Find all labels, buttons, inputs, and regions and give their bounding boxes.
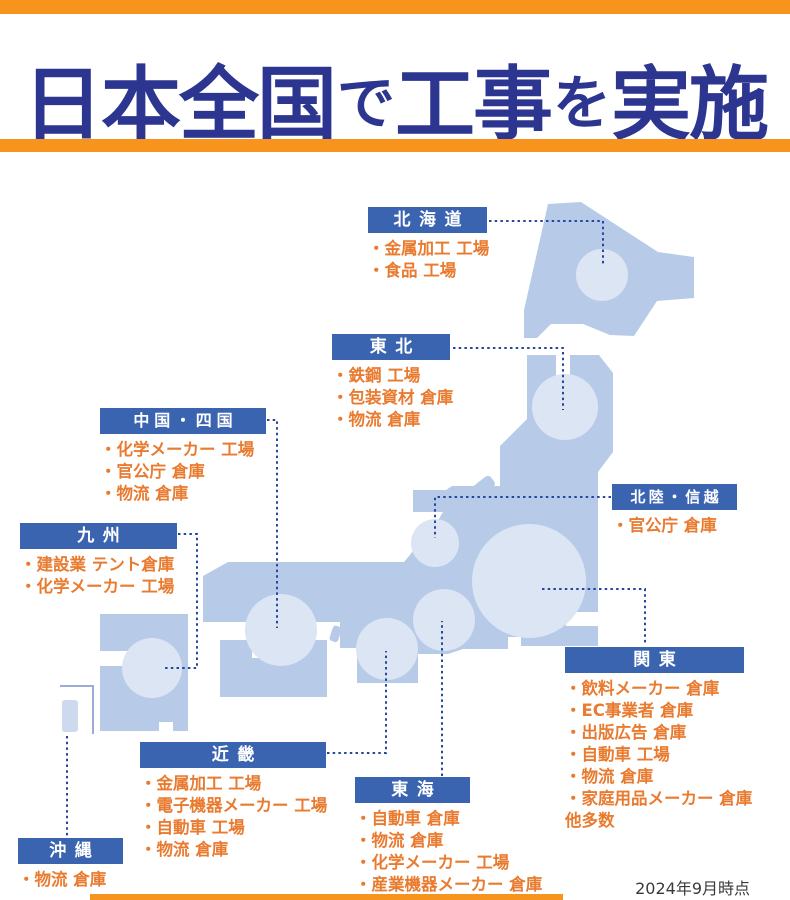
region-item: ・化学メーカー 工場	[20, 577, 175, 596]
region-items-chugoku-shikoku: ・化学メーカー 工場 ・官公庁 倉庫 ・物流 倉庫	[100, 439, 266, 505]
region-item: ・飲料メーカー 倉庫	[565, 679, 720, 698]
tohoku-region-circle	[532, 374, 598, 440]
region-label-okinawa: 沖縄	[18, 838, 123, 864]
region-items-hokkaido: ・金属加工 工場 ・食品 工場	[368, 238, 489, 282]
region-label-hokkaido: 北海道	[368, 207, 487, 233]
tokai-region-circle	[413, 589, 475, 651]
region-item: ・建設業 テント倉庫	[20, 555, 175, 574]
region-label-hokuriku-shinetsu: 北陸・信越	[612, 484, 737, 510]
region-item: ・家庭用品メーカー 倉庫	[565, 789, 753, 808]
region-label-kinki: 近畿	[140, 742, 326, 768]
header-accent-bar	[0, 139, 790, 152]
chugoku-shikoku-connector-line	[267, 419, 278, 628]
as-of-date: 2024年9月時点	[635, 879, 750, 898]
kanto-region-circle	[472, 524, 586, 638]
bottom-accent-bar	[90, 894, 563, 900]
region-label-chugoku-shikoku: 中国・四国	[100, 408, 266, 434]
region-item: ・物流 倉庫	[355, 831, 444, 850]
chugoku-shikoku-region-circle	[245, 594, 317, 666]
region-items-okinawa: ・物流 倉庫	[18, 869, 123, 891]
okinawa-bracket-line	[60, 685, 94, 734]
region-item: ・物流 倉庫	[100, 484, 189, 503]
title-segment: 実施	[611, 57, 769, 151]
region-item: ・化学メーカー 工場	[355, 853, 510, 872]
region-item: ・EC事業者 倉庫	[565, 701, 694, 720]
region-item: ・物流 倉庫	[332, 410, 421, 429]
region-items-kanto: ・飲料メーカー 倉庫 ・EC事業者 倉庫 ・出版広告 倉庫 ・自動車 工場 ・物…	[565, 678, 752, 832]
awaji-island	[329, 625, 342, 643]
kinki-region-circle	[356, 618, 418, 680]
region-items-kyushu: ・建設業 テント倉庫 ・化学メーカー 工場	[20, 554, 177, 598]
region-item: ・金属加工 工場	[368, 239, 490, 258]
region-item: ・産業機器メーカー 倉庫	[355, 875, 543, 894]
title-segment: 工事	[395, 57, 553, 151]
title-segment: を	[553, 68, 611, 137]
region-item: ・官公庁 倉庫	[100, 462, 205, 481]
region-label-tohoku: 東北	[332, 334, 450, 360]
title-segment: 日本全国	[22, 57, 337, 151]
kyushu-connector-line	[164, 533, 198, 669]
region-items-tokai: ・自動車 倉庫 ・物流 倉庫 ・化学メーカー 工場 ・産業機器メーカー 倉庫	[355, 808, 542, 896]
okinawa-island	[62, 700, 78, 732]
region-item: ・自動車 工場	[565, 745, 670, 764]
region-item: ・出版広告 倉庫	[565, 723, 687, 742]
region-item: ・物流 倉庫	[565, 767, 654, 786]
region-tokai: 東海 ・自動車 倉庫 ・物流 倉庫 ・化学メーカー 工場 ・産業機器メーカー 倉…	[355, 777, 542, 896]
page-title: 日本全国で工事を実施	[0, 35, 790, 160]
region-label-kyushu: 九州	[20, 523, 177, 549]
top-accent-bar	[0, 0, 790, 14]
region-chugoku-shikoku: 中国・四国 ・化学メーカー 工場 ・官公庁 倉庫 ・物流 倉庫	[100, 408, 266, 505]
region-item: ・自動車 工場	[140, 818, 245, 837]
hokkaido-connector-line	[489, 220, 604, 266]
region-items-tohoku: ・鉄鋼 工場 ・包装資材 倉庫 ・物流 倉庫	[332, 365, 453, 431]
hokkaido-region-circle	[576, 249, 628, 301]
region-kanto: 関東 ・飲料メーカー 倉庫 ・EC事業者 倉庫 ・出版広告 倉庫 ・自動車 工場…	[565, 647, 752, 832]
region-item: ・食品 工場	[368, 261, 457, 280]
region-label-tokai: 東海	[355, 777, 470, 803]
region-item: ・包装資材 倉庫	[332, 388, 454, 407]
hokuriku-connector-line	[434, 496, 611, 538]
region-item: ・鉄鋼 工場	[332, 366, 421, 385]
region-item: 他多数	[565, 811, 615, 830]
region-item: ・金属加工 工場	[140, 774, 262, 793]
region-item: ・電子機器メーカー 工場	[140, 796, 328, 815]
title-segment: で	[336, 68, 395, 137]
region-item: ・官公庁 倉庫	[612, 516, 717, 535]
region-tohoku: 東北 ・鉄鋼 工場 ・包装資材 倉庫 ・物流 倉庫	[332, 334, 453, 431]
region-item: ・物流 倉庫	[18, 870, 107, 889]
region-kinki: 近畿 ・金属加工 工場 ・電子機器メーカー 工場 ・自動車 工場 ・物流 倉庫	[140, 742, 327, 861]
kinki-connector-line	[327, 651, 387, 754]
kanto-connector-line	[542, 588, 646, 645]
region-okinawa: 沖縄 ・物流 倉庫	[18, 838, 123, 891]
kyushu-region-circle	[122, 638, 182, 698]
region-hokuriku-shinetsu: 北陸・信越 ・官公庁 倉庫	[612, 484, 737, 537]
region-label-kanto: 関東	[565, 647, 744, 673]
region-item: ・化学メーカー 工場	[100, 440, 255, 459]
sado-island	[470, 475, 495, 499]
tohoku-connector-line	[453, 347, 564, 410]
region-item: ・自動車 倉庫	[355, 809, 460, 828]
region-kyushu: 九州 ・建設業 テント倉庫 ・化学メーカー 工場	[20, 523, 177, 598]
region-items-hokuriku-shinetsu: ・官公庁 倉庫	[612, 515, 737, 537]
region-hokkaido: 北海道 ・金属加工 工場 ・食品 工場	[368, 207, 489, 282]
region-items-kinki: ・金属加工 工場 ・電子機器メーカー 工場 ・自動車 工場 ・物流 倉庫	[140, 773, 327, 861]
hokuriku-region-circle	[411, 519, 459, 567]
region-item: ・物流 倉庫	[140, 840, 229, 859]
